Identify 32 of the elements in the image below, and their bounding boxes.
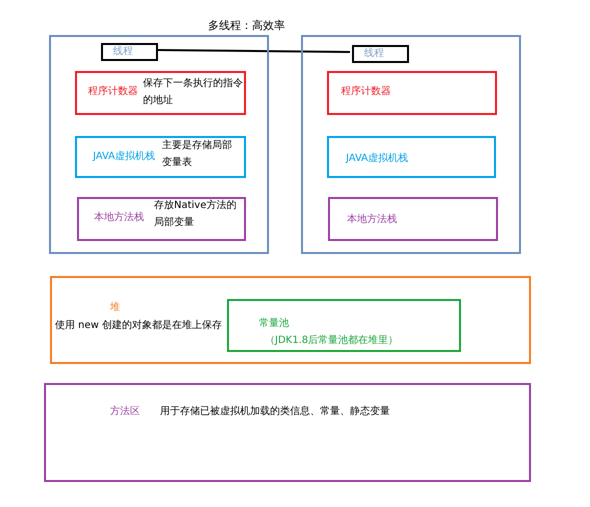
description-text: 使用 new 创建的对象都是在堆上保存 <box>55 318 222 333</box>
heading-label: 本地方法栈 <box>94 210 144 225</box>
heading-label: 常量池 <box>259 316 289 331</box>
diagram-title: 多线程：高效率 <box>208 18 285 33</box>
thread-panel <box>301 35 521 254</box>
native-stack-box <box>77 197 246 241</box>
stack-box <box>327 136 496 178</box>
heap-box <box>50 276 531 364</box>
connector-line <box>156 49 350 53</box>
description-text: 存放Native方法的局部变量 <box>154 198 238 230</box>
heading-label: JAVA虚拟机栈 <box>346 152 408 166</box>
heading-label: JAVA虚拟机栈 <box>93 150 156 164</box>
heading-label: 本地方法栈 <box>347 212 397 227</box>
stack-box <box>75 136 246 178</box>
heading-label: 堆 <box>110 301 120 315</box>
description-text: 用于存储已被虚拟机加载的类信息、常量、静态变量 <box>160 404 390 419</box>
native-stack-box <box>328 197 498 241</box>
thread-box <box>352 45 409 63</box>
heading-label: 程序计数器 <box>88 84 138 99</box>
description-text: （JDK1.8后常量池都在堆里） <box>265 334 398 348</box>
thread-box <box>101 43 158 61</box>
heading-label: 方法区 <box>110 404 140 419</box>
heading-label: 线程 <box>113 44 133 59</box>
heading-label: 程序计数器 <box>341 84 391 99</box>
description-text: 主要是存储局部变量表 <box>162 138 233 170</box>
register-box <box>327 71 497 115</box>
register-box <box>75 71 246 115</box>
thread-panel <box>49 35 269 254</box>
heading-label: 线程 <box>364 46 384 61</box>
description-text: 保存下一条执行的指令的地址 <box>143 76 244 108</box>
constant-pool-box <box>227 299 461 352</box>
method-area-box <box>44 383 531 482</box>
